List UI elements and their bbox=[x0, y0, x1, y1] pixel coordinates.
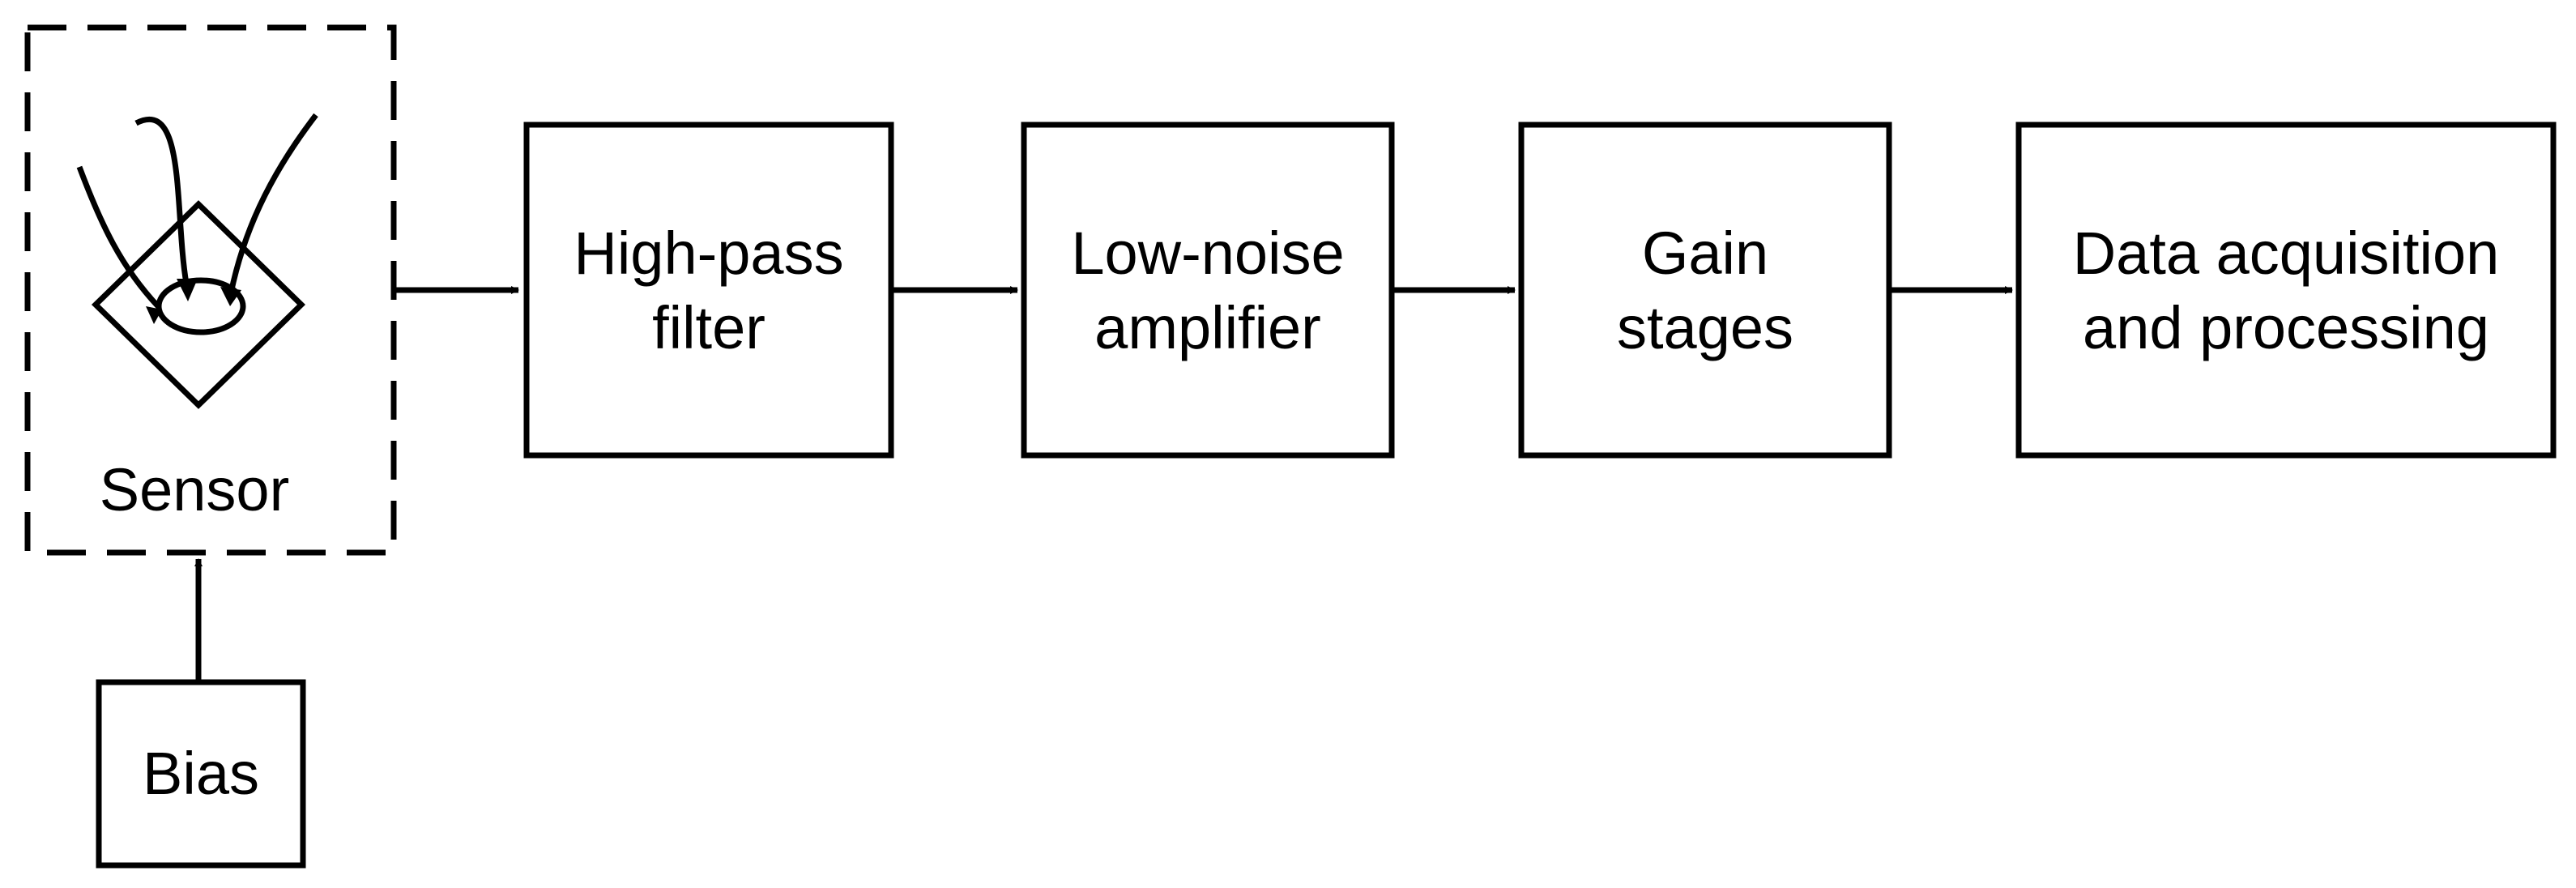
bias-block: Bias bbox=[96, 679, 306, 869]
sensor-label: Sensor bbox=[100, 456, 289, 523]
bias-label: Bias bbox=[143, 740, 259, 807]
gain-stages-block: Gain stages bbox=[1518, 122, 1892, 459]
data-acquisition-block: Data acquisition and processing bbox=[2015, 122, 2557, 459]
gain-stages-box bbox=[1518, 122, 1892, 459]
low-noise-amplifier-box bbox=[1021, 122, 1395, 459]
sensor-block: Sensor bbox=[24, 24, 397, 556]
gain-stages-label-line2: stages bbox=[1617, 294, 1793, 361]
low-noise-amplifier-label-line1: Low-noise bbox=[1071, 220, 1344, 287]
low-noise-amplifier-label-line2: amplifier bbox=[1094, 294, 1321, 361]
high-pass-filter-box bbox=[523, 122, 894, 459]
high-pass-filter-label-line1: High-pass bbox=[574, 220, 843, 287]
data-acquisition-label-line1: Data acquisition bbox=[2073, 220, 2500, 287]
data-acquisition-box bbox=[2015, 122, 2557, 459]
bias-box bbox=[96, 679, 306, 869]
gain-stages-label-line1: Gain bbox=[1642, 220, 1768, 287]
data-acquisition-label-line2: and processing bbox=[2083, 294, 2489, 361]
low-noise-amplifier-block: Low-noise amplifier bbox=[1021, 122, 1395, 459]
high-pass-filter-block: High-pass filter bbox=[523, 122, 894, 459]
sensor-coil-icon bbox=[76, 113, 318, 409]
high-pass-filter-label-line2: filter bbox=[652, 294, 766, 361]
